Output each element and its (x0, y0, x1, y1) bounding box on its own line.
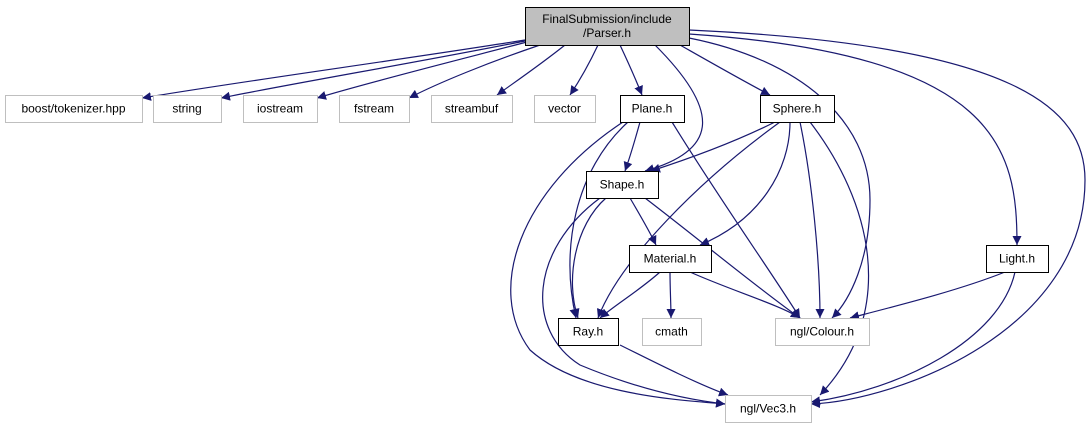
edge-shape-to-material (629, 197, 657, 246)
node-box-material[interactable] (629, 245, 712, 273)
node-box-parser[interactable] (525, 7, 690, 46)
node-parser[interactable]: FinalSubmission/include/Parser.h (525, 7, 690, 46)
node-box-vec3 (725, 395, 812, 423)
edge-light-to-vec3 (810, 271, 1016, 406)
node-ray[interactable]: Ray.h (558, 318, 619, 346)
edge-parser-to-plane (619, 44, 643, 96)
node-light[interactable]: Light.h (986, 245, 1049, 273)
edge-material-to-ray (599, 271, 661, 319)
edge-material-to-cmath (666, 271, 676, 319)
node-vec3: ngl/Vec3.h (725, 395, 812, 423)
edge-parser-to-colour (688, 37, 871, 319)
node-box-plane[interactable] (620, 95, 685, 123)
edge-layer (141, 29, 1086, 409)
node-colour: ngl/Colour.h (775, 318, 870, 346)
node-plane[interactable]: Plane.h (620, 95, 685, 123)
node-box-ray[interactable] (558, 318, 619, 346)
edge-plane-to-vec3 (510, 121, 726, 408)
edge-parser-to-light (688, 33, 1022, 246)
node-label-iostream: iostream (257, 102, 303, 116)
node-vector: vector (534, 95, 596, 123)
edge-parser-to-shape (644, 44, 704, 173)
edge-parser-to-vector (569, 44, 599, 96)
node-box-colour (775, 318, 870, 346)
node-box-streambuf (431, 95, 513, 123)
node-box-sphere[interactable] (760, 95, 835, 123)
node-label-shape: Shape.h (600, 178, 645, 192)
node-box-string (153, 95, 222, 123)
node-string: string (153, 95, 222, 123)
node-label-vec3: ngl/Vec3.h (740, 402, 796, 416)
node-box-tokenizer (5, 95, 143, 123)
node-material[interactable]: Material.h (629, 245, 712, 273)
edge-shape-to-ray (570, 197, 607, 319)
node-label-ray: Ray.h (573, 325, 603, 339)
node-box-cmath (642, 318, 702, 346)
edge-parser-to-iostream (316, 41, 528, 100)
node-box-light[interactable] (986, 245, 1049, 273)
edge-sphere-to-vec3 (809, 121, 870, 396)
edge-sphere-to-material (699, 121, 791, 246)
node-tokenizer: boost/tokenizer.hpp (5, 95, 143, 123)
node-shape[interactable]: Shape.h (586, 171, 659, 199)
edge-shape-to-vec3 (542, 197, 726, 408)
edge-shape-to-colour (644, 197, 801, 319)
node-label-colour: ngl/Colour.h (790, 325, 854, 339)
edge-parser-to-fstream (408, 44, 541, 99)
node-cmath: cmath (642, 318, 702, 346)
node-box-iostream (243, 95, 318, 123)
edge-parser-to-tokenizer (141, 39, 526, 101)
node-label-fstream: fstream (354, 102, 394, 116)
edge-light-to-colour (849, 271, 1006, 321)
edge-plane-to-colour (671, 121, 801, 319)
edge-sphere-to-ray (596, 121, 781, 319)
node-label-material: Material.h (644, 252, 697, 266)
node-label-vector: vector (548, 102, 581, 116)
node-box-fstream (339, 95, 410, 123)
node-label-plane: Plane.h (632, 102, 673, 116)
node-label-parser-1: FinalSubmission/include (542, 12, 672, 26)
edge-sphere-to-colour (799, 121, 825, 319)
edge-parser-to-string (220, 40, 526, 101)
edge-plane-to-shape (623, 121, 641, 172)
node-box-vector (534, 95, 596, 123)
node-label-string: string (172, 102, 201, 116)
node-label-cmath: cmath (655, 325, 688, 339)
node-label-light: Light.h (999, 252, 1035, 266)
node-sphere[interactable]: Sphere.h (760, 95, 835, 123)
node-label-sphere: Sphere.h (773, 102, 822, 116)
node-label-tokenizer: boost/tokenizer.hpp (21, 102, 125, 116)
node-fstream: fstream (339, 95, 410, 123)
node-label-parser-2: /Parser.h (583, 26, 631, 40)
edge-ray-to-vec3 (619, 344, 729, 397)
node-streambuf: streambuf (431, 95, 513, 123)
node-layer: FinalSubmission/include/Parser.h boost/to… (5, 7, 1049, 423)
edge-sphere-to-shape (650, 121, 776, 173)
node-box-shape[interactable] (586, 171, 659, 199)
edge-parser-to-vec3 (688, 29, 1086, 409)
node-label-streambuf: streambuf (445, 102, 499, 116)
edge-plane-to-ray (569, 121, 629, 319)
edge-parser-to-sphere (679, 44, 771, 96)
edge-parser-to-streambuf (496, 44, 566, 96)
node-iostream: iostream (243, 95, 318, 123)
edge-material-to-colour (689, 271, 801, 319)
